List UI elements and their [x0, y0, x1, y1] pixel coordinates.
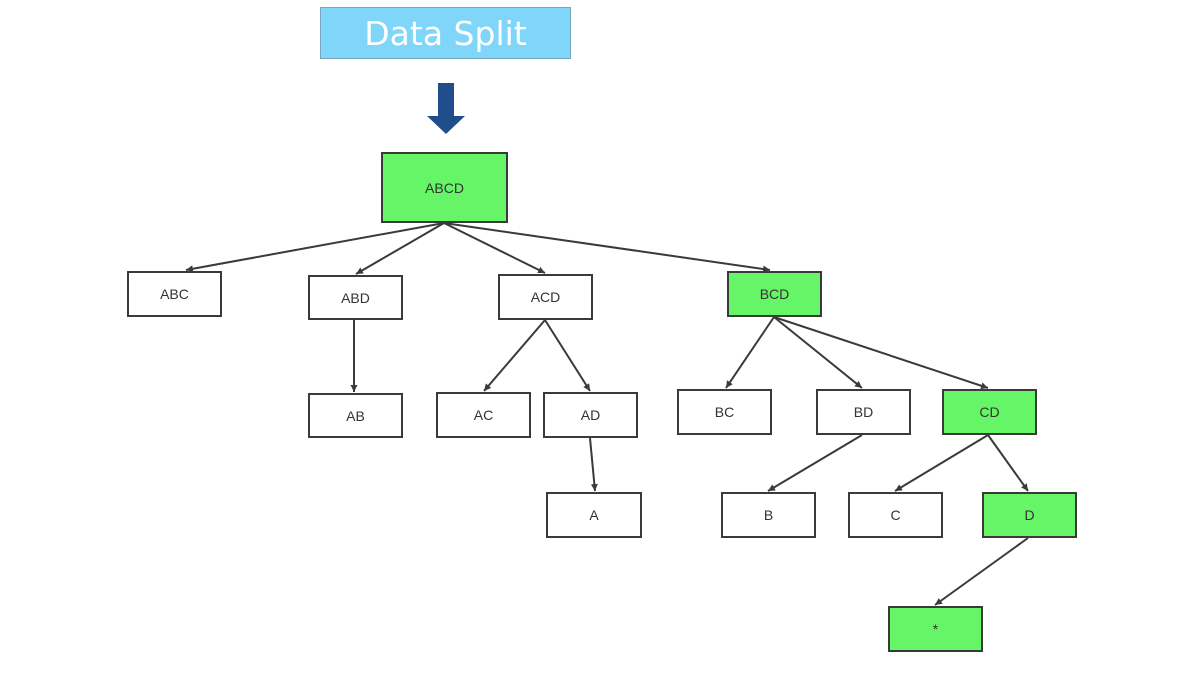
node-bd: BD [816, 389, 911, 435]
edge-abcd-to-bcd [443, 222, 771, 273]
node-cd: CD [942, 389, 1037, 435]
node-b: B [721, 492, 816, 538]
node-abcd: ABCD [381, 152, 508, 223]
down-arrow-icon [427, 83, 465, 134]
node-ad: AD [543, 392, 638, 438]
edge-abcd-to-abc [185, 222, 445, 273]
node-abd: ABD [308, 275, 403, 320]
edge-cd-to-d [987, 434, 1029, 492]
node-ac: AC [436, 392, 531, 438]
node-star: * [888, 606, 983, 652]
node-abc: ABC [127, 271, 222, 317]
node-a: A [546, 492, 642, 538]
edge-abcd-to-acd [443, 222, 546, 274]
edge-d-to-star [934, 537, 1029, 606]
edge-acd-to-ad [544, 319, 591, 392]
node-bc: BC [677, 389, 772, 435]
edge-abcd-to-abd [355, 222, 445, 275]
node-bcd: BCD [727, 271, 822, 317]
title-banner: Data Split [320, 7, 571, 59]
edge-bcd-to-bc [725, 316, 775, 389]
node-ab: AB [308, 393, 403, 438]
edge-bcd-to-bd [773, 316, 863, 389]
node-d: D [982, 492, 1077, 538]
edge-cd-to-c [894, 434, 989, 492]
edge-bcd-to-cd [773, 316, 989, 390]
node-c: C [848, 492, 943, 538]
edge-bd-to-b [767, 434, 863, 492]
edge-acd-to-ac [483, 319, 546, 392]
node-acd: ACD [498, 274, 593, 320]
edge-ad-to-a [589, 437, 598, 492]
